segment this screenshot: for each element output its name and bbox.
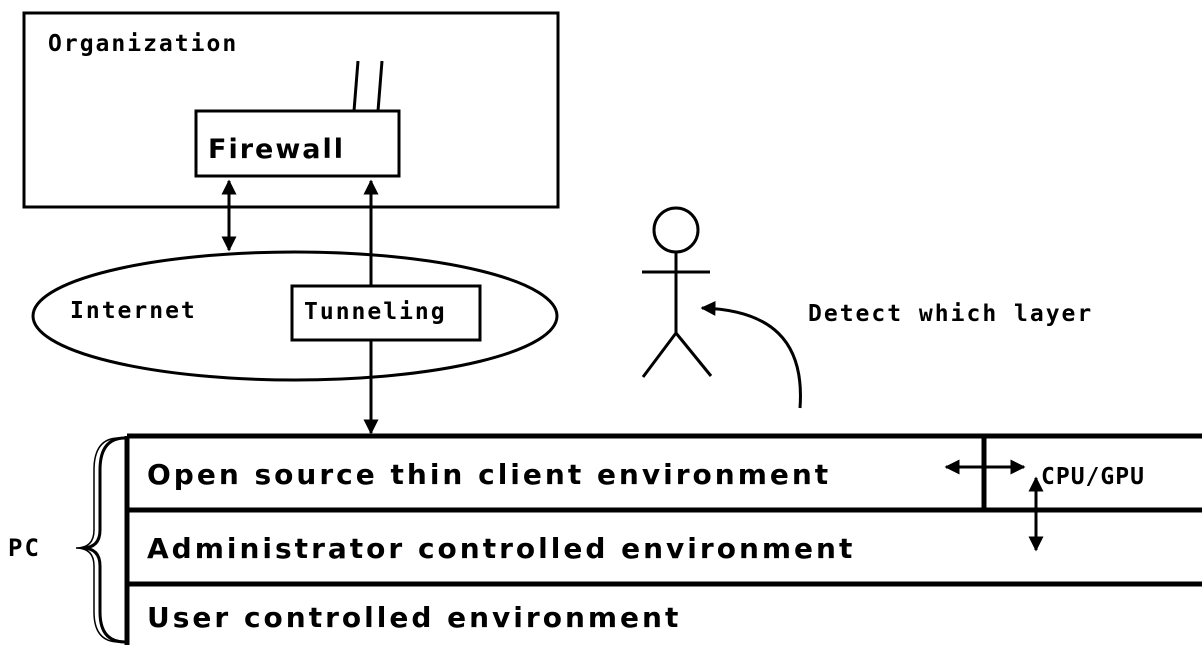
pc-label: PC [8, 534, 41, 562]
firewall-uplink-lines [352, 60, 384, 112]
person-figure-icon [641, 206, 713, 378]
organization-box: Organization [22, 11, 560, 209]
firewall-box: Firewall [194, 109, 401, 178]
pc-layers [124, 433, 1202, 645]
detect-curved-arrow [700, 300, 802, 409]
tunneling-label: Tunneling [304, 299, 447, 325]
pc-brace-icon [81, 436, 126, 644]
internet-label: Internet [70, 298, 197, 324]
cpu-gpu-label: CPU/GPU [1041, 464, 1145, 490]
organization-label: Organization [48, 31, 238, 57]
firewall-label: Firewall [208, 134, 345, 165]
internet-cloud: Internet [31, 250, 559, 382]
tunneling-box: Tunneling [290, 284, 482, 342]
user-layer-label: User controlled environment [147, 601, 681, 634]
detect-which-layer-label: Detect which layer [808, 301, 1093, 327]
admin-layer-label: Administrator controlled environment [147, 532, 855, 565]
pc-brace-inner [75, 437, 120, 643]
thin-client-layer-label: Open source thin client environment [147, 458, 831, 491]
